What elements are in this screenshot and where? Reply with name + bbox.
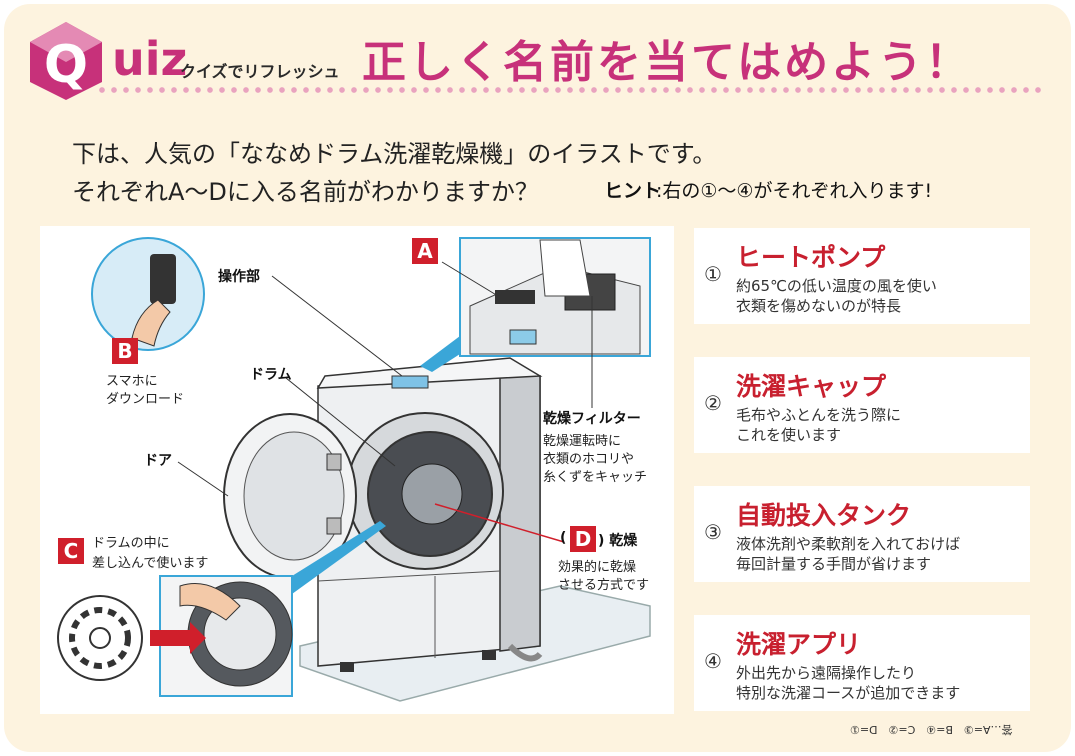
drum-label: ドラム (250, 367, 292, 383)
answer-desc-2: 毎回計量する手間が省けます (736, 555, 932, 573)
inset-a-pointer (420, 336, 460, 372)
answer-name: 自動投入タンク (736, 501, 912, 530)
door-glass (243, 431, 345, 561)
label-d: D (570, 526, 596, 552)
d-suffix: ) 乾燥 (598, 533, 638, 549)
answer-number: ② (704, 391, 722, 415)
answer-desc-1: 外出先から遠隔操作したり (736, 664, 917, 682)
washer-side (499, 365, 541, 652)
q-letter: Q (44, 35, 88, 95)
leader-door (177, 461, 229, 497)
answer-desc-2: これを使います (736, 426, 842, 444)
answer-card-4: ④ 洗濯アプリ 外出先から遠隔操作したり 特別な洗濯コースが追加できます (694, 615, 1030, 711)
c-desc-1: ドラムの中に (92, 536, 170, 551)
label-b: B (112, 338, 138, 364)
hint-text: :右の①～④がそれぞれ入ります! (656, 180, 933, 202)
leader-drum (285, 377, 396, 467)
leader-a (441, 261, 499, 297)
answer-number: ③ (704, 520, 722, 544)
inset-c-pointer (292, 521, 386, 594)
tank-slot (495, 290, 535, 304)
control-panel-display (391, 375, 429, 389)
d-prefix: ( (560, 530, 567, 546)
drum-center (401, 463, 463, 525)
dotted-divider (96, 86, 1046, 94)
washer-drawing (57, 237, 651, 702)
smartphone (150, 254, 176, 304)
answer-name: 洗濯キャップ (736, 372, 887, 401)
insert-arrow (150, 622, 206, 654)
d-desc-1: 効果的に乾燥 (558, 560, 637, 575)
intro-line-1: 下は、人気の「ななめドラム洗濯乾燥機」のイラストです。 (72, 140, 717, 168)
intro-line-2: それぞれA～Dに入る名前がわかりますか？ (72, 178, 539, 206)
hint-label: ヒント (604, 180, 662, 202)
q-hexagon-logo: Q (30, 22, 102, 100)
filter-title: 乾燥フィルター (543, 411, 641, 427)
answer-name: 洗濯アプリ (736, 630, 862, 659)
label-a: A (412, 238, 438, 264)
answer-card-1: ① ヒートポンプ 約65℃の低い温度の風を使い 衣類を傷めないのが特長 (694, 228, 1030, 324)
answer-card-2: ② 洗濯キャップ 毛布やふとんを洗う際に これを使います (694, 357, 1030, 453)
answer-name: ヒートポンプ (736, 243, 886, 272)
answer-desc-1: 約65℃の低い温度の風を使い (736, 277, 937, 295)
upside-down-answer-key: 答…A=③ B=④ C=② D=① (850, 723, 1013, 736)
filter-desc-3: 糸くずをキャッチ (543, 470, 648, 485)
quiz-word: uiz (112, 32, 188, 86)
washer-illustration-panel: A B スマホに ダウンロード C ドラムの中に 差し込んで使います ( D )… (40, 226, 674, 714)
leader-control (271, 275, 403, 377)
answer-number: ① (704, 262, 722, 286)
answer-card-3: ③ 自動投入タンク 液体洗剤や柔軟剤を入れておけば 毎回計量する手間が省けます (694, 486, 1030, 582)
door-label: ドア (144, 453, 172, 469)
filter-desc-2: 衣類のホコリや (543, 452, 635, 467)
answer-desc-2: 衣類を傷めないのが特長 (736, 297, 902, 315)
d-desc-2: させる方式です (558, 578, 650, 593)
answer-desc-1: 毛布やふとんを洗う際に (736, 406, 902, 424)
quiz-subtitle: クイズでリフレッシュ (180, 62, 340, 81)
answer-desc-1: 液体洗剤や柔軟剤を入れておけば (736, 535, 961, 553)
answer-number: ④ (704, 649, 722, 673)
washer-top (316, 357, 543, 389)
control-panel-label: 操作部 (218, 269, 260, 285)
c-desc-2: 差し込んで使います (92, 556, 209, 571)
b-desc-1: スマホに (106, 374, 158, 389)
filter-desc-1: 乾燥運転時に (543, 434, 622, 449)
b-desc-2: ダウンロード (106, 392, 185, 407)
label-c: C (58, 538, 84, 564)
leader-d (434, 503, 565, 543)
page-title: 正しく名前を当てはめよう！ (362, 37, 973, 88)
answer-desc-2: 特別な洗濯コースが追加できます (736, 684, 961, 702)
